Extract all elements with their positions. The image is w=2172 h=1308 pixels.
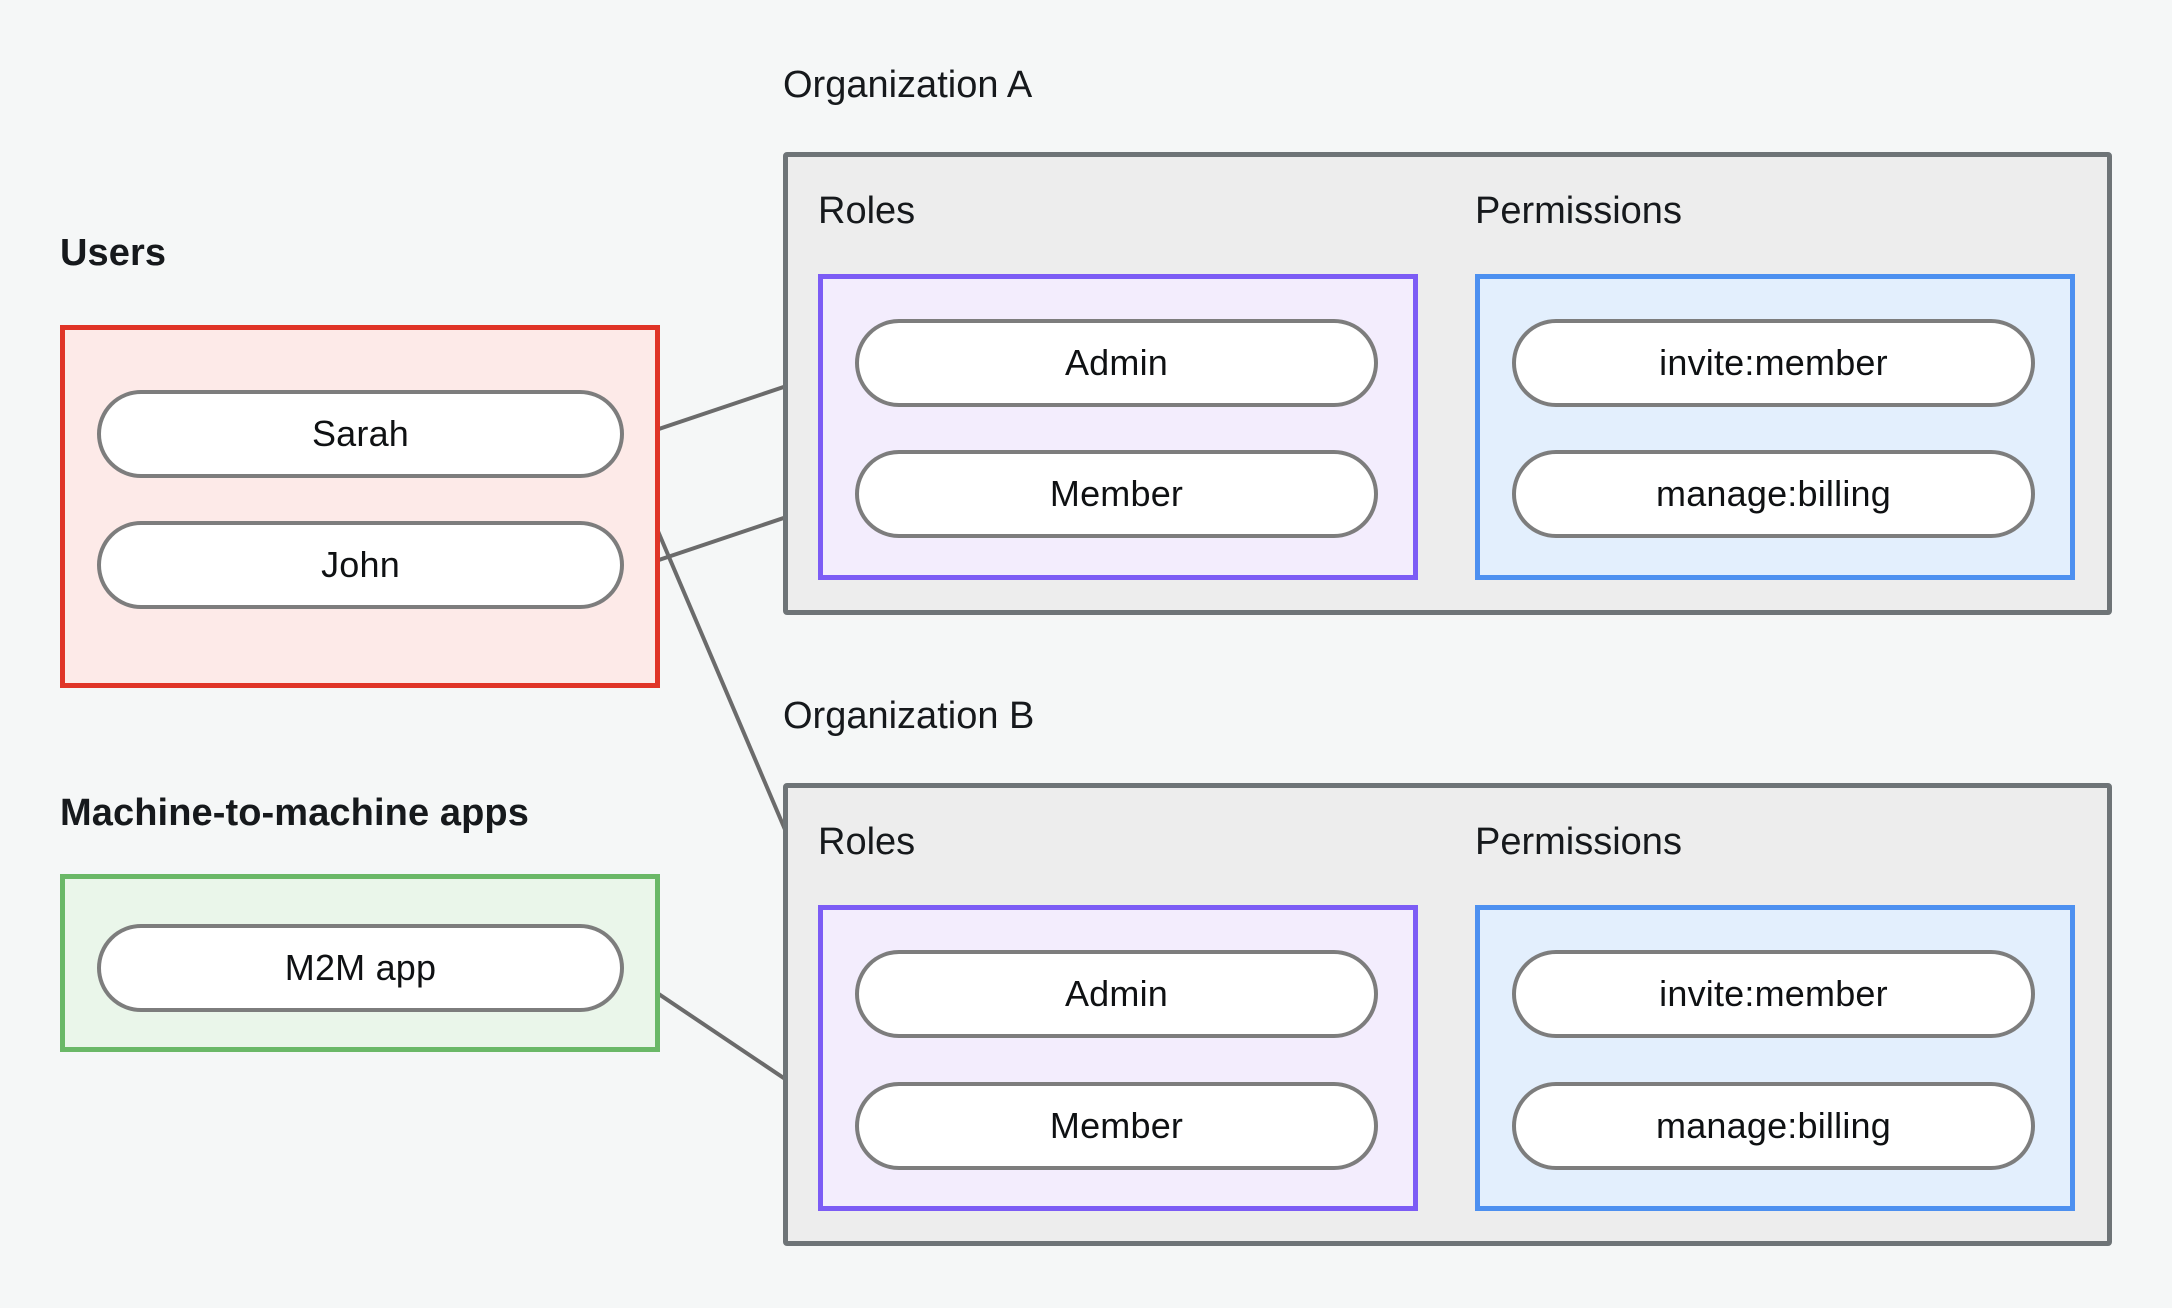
- node-org-b-role-member[interactable]: Member: [855, 1082, 1378, 1170]
- node-label: manage:billing: [1656, 473, 1891, 514]
- node-m2m-app[interactable]: M2M app: [97, 924, 624, 1012]
- node-org-a-permission-invite-member[interactable]: invite:member: [1512, 319, 2035, 407]
- users-group-title: Users: [60, 232, 167, 274]
- org-b-title: Organization B: [783, 695, 1035, 737]
- node-label: invite:member: [1659, 342, 1888, 383]
- users-container: [60, 325, 660, 688]
- node-user-john[interactable]: John: [97, 521, 624, 609]
- node-label: invite:member: [1659, 973, 1888, 1014]
- node-label: manage:billing: [1656, 1105, 1891, 1146]
- node-org-a-role-member[interactable]: Member: [855, 450, 1378, 538]
- org-a-permissions-title: Permissions: [1475, 190, 1682, 232]
- org-b-roles-title: Roles: [818, 821, 916, 863]
- node-org-a-permission-manage-billing[interactable]: manage:billing: [1512, 450, 2035, 538]
- org-a-title: Organization A: [783, 64, 1033, 106]
- node-org-b-permission-invite-member[interactable]: invite:member: [1512, 950, 2035, 1038]
- node-label: Member: [1049, 473, 1184, 514]
- org-b-permissions-title: Permissions: [1475, 821, 1682, 863]
- node-label: Admin: [1064, 342, 1169, 383]
- node-org-b-permission-manage-billing[interactable]: manage:billing: [1512, 1082, 2035, 1170]
- node-org-b-role-admin[interactable]: Admin: [855, 950, 1378, 1038]
- node-label: John: [321, 544, 400, 585]
- node-org-a-role-admin[interactable]: Admin: [855, 319, 1378, 407]
- node-user-sarah[interactable]: Sarah: [97, 390, 624, 478]
- node-label: M2M app: [284, 947, 437, 988]
- node-label: Admin: [1064, 973, 1169, 1014]
- node-label: Sarah: [311, 413, 410, 454]
- node-label: Member: [1049, 1105, 1184, 1146]
- org-a-roles-title: Roles: [818, 190, 916, 232]
- m2m-group-title: Machine-to-machine apps: [60, 792, 529, 834]
